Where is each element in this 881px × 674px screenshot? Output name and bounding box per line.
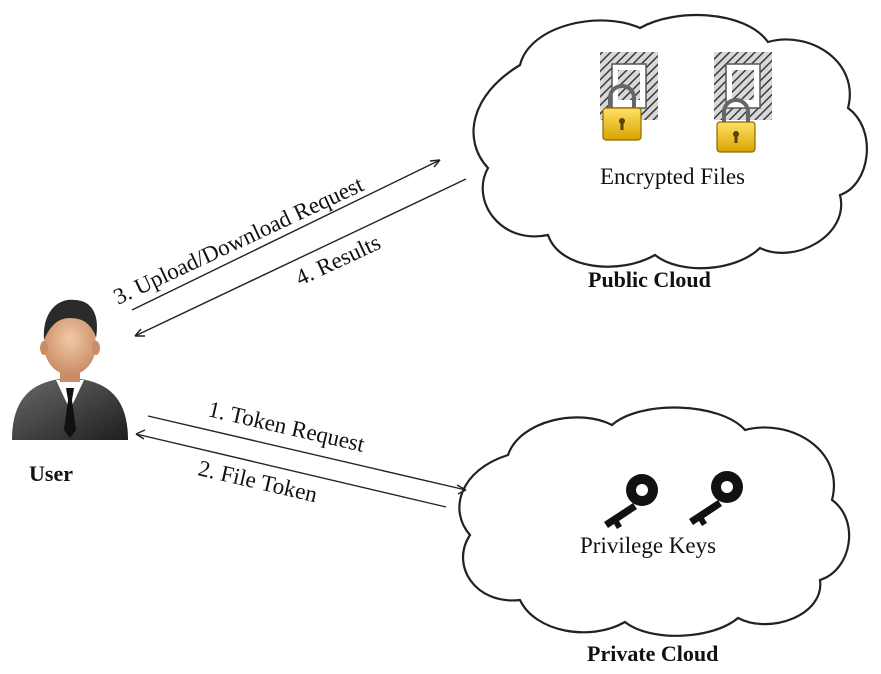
padlock-icon [716, 98, 756, 153]
public-cloud-shape [472, 14, 868, 270]
user-avatar-icon [12, 299, 128, 440]
key-icon [604, 474, 658, 529]
encrypted-file-icon [714, 52, 772, 120]
step3-label: 3. Upload/Download Request [110, 171, 368, 309]
padlock-icon [602, 84, 642, 141]
private-cloud-content-label: Privilege Keys [580, 533, 716, 558]
private-cloud: Privilege Keys [458, 406, 851, 637]
arrow-token-request [147, 415, 467, 495]
private-cloud-title: Private Cloud [587, 641, 718, 666]
public-cloud-content-label: Encrypted Files [600, 164, 745, 189]
user-label: User [29, 461, 73, 486]
arrow-file-token [135, 429, 447, 508]
step4-label: 4. Results [292, 230, 385, 291]
arrow-upload-request [131, 159, 441, 311]
key-icon [689, 471, 743, 526]
public-cloud-title: Public Cloud [588, 267, 711, 292]
public-cloud: Encrypted Files [472, 14, 868, 270]
arrow-results [134, 178, 467, 337]
private-cloud-shape [458, 406, 851, 637]
